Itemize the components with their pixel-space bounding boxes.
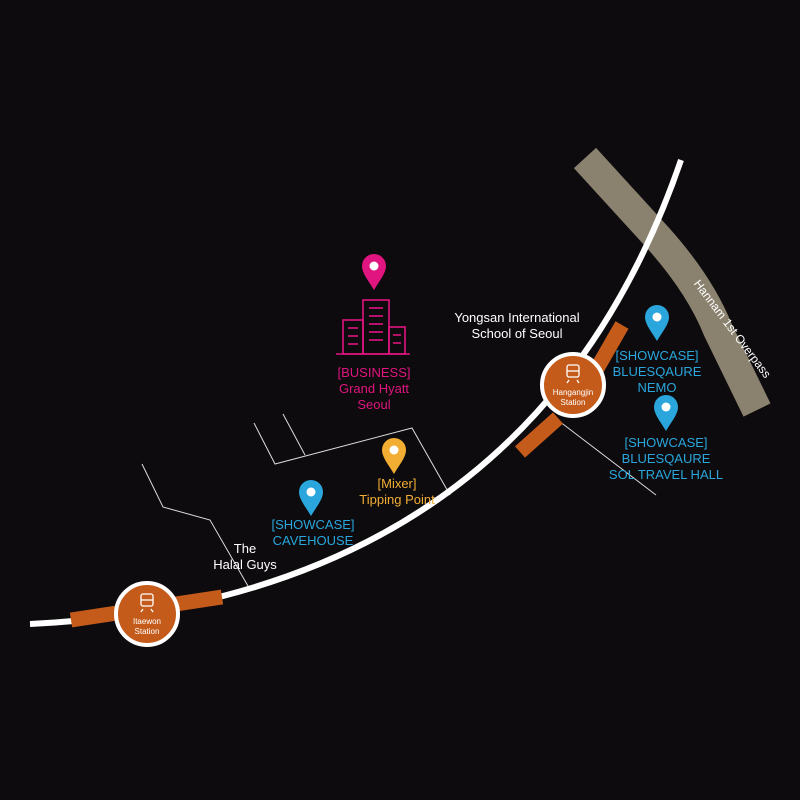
building-icon — [336, 299, 410, 355]
hangangjin-station-marker[interactable] — [540, 352, 606, 418]
itaewon-station-marker[interactable] — [114, 581, 180, 647]
cavehouse-label[interactable]: [SHOWCASE] CAVEHOUSE — [271, 517, 355, 548]
grand-hyatt-pin-icon[interactable] — [362, 254, 386, 290]
hangangjin-platform — [514, 321, 629, 458]
itaewon-station-label: Itaewon Station — [132, 617, 162, 636]
street-line — [141, 463, 249, 587]
overpass-road — [573, 147, 771, 417]
halal-guys-label: The Halal Guys — [213, 541, 277, 572]
subway-train-icon — [566, 364, 580, 384]
nemo-pin-icon[interactable] — [645, 305, 669, 341]
subway-train-icon — [140, 593, 154, 613]
cavehouse-pin-icon[interactable] — [299, 480, 323, 516]
street-line — [554, 417, 657, 496]
tipping-point-pin-icon[interactable] — [382, 438, 406, 474]
nemo-label[interactable]: [SHOWCASE] BLUESQAURE NEMO — [612, 348, 702, 395]
sol-travel-label[interactable]: [SHOWCASE] BLUESQAURE SOL TRAVEL HALL — [608, 435, 724, 482]
street-line — [282, 413, 306, 456]
hangangjin-station-label: Hangangjin Station — [552, 388, 594, 407]
tipping-point-label[interactable]: [Mixer] Tipping Point — [359, 476, 435, 507]
street-lines — [141, 413, 657, 587]
sol-travel-pin-icon[interactable] — [654, 395, 678, 431]
street-line — [253, 422, 451, 496]
grand-hyatt-label[interactable]: [BUSINESS] Grand Hyatt Seoul — [337, 365, 411, 412]
yongsan-school-label: Yongsan International School of Seoul — [454, 310, 580, 341]
